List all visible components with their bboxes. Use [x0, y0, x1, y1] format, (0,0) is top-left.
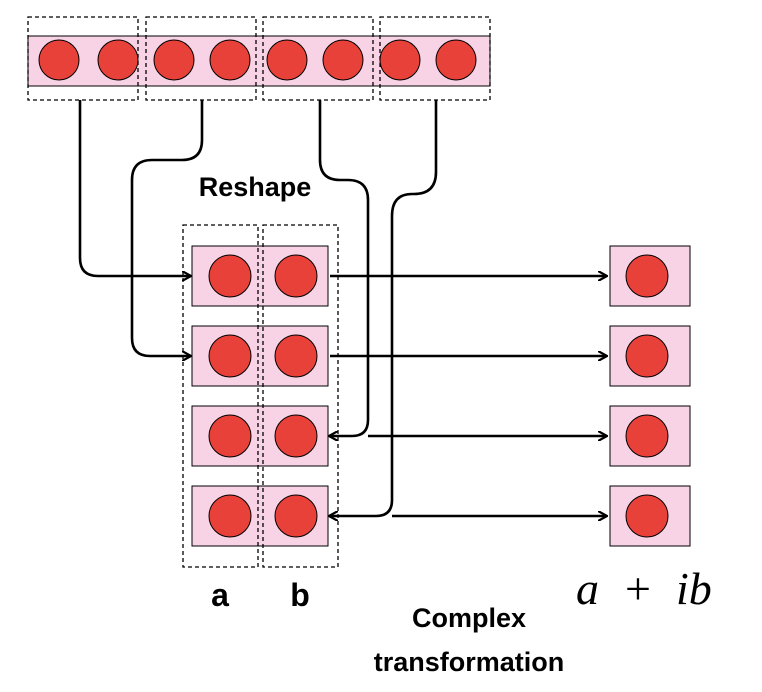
complex-formula: a + ib [576, 563, 712, 614]
caption-line-2: transformation [374, 647, 565, 677]
reshape-arrow-pair-4 [330, 100, 438, 516]
reshaped-matrix [182, 224, 339, 568]
column-b-box [262, 224, 339, 568]
real-part-node [208, 414, 252, 458]
imag-part-node [274, 254, 318, 298]
imag-part-node [274, 494, 318, 538]
formula-imag-part: ib [676, 563, 712, 614]
complex-node [625, 254, 669, 298]
column-a-box [182, 224, 259, 568]
complex-node [625, 334, 669, 378]
column-b-label: b [290, 577, 310, 613]
complex-output-column [609, 245, 691, 547]
formula-real-part: a [576, 563, 599, 614]
formula-plus: + [625, 563, 651, 614]
input-node [97, 39, 139, 81]
input-pair-box-3 [262, 16, 374, 101]
input-node [266, 39, 308, 81]
reshape-arrow-pair-1 [78, 100, 190, 276]
reshape-arrow-pair-2 [130, 100, 204, 356]
real-part-node [208, 334, 252, 378]
reshape-arrow-pair-3 [318, 100, 370, 436]
input-pair-box-1 [27, 16, 139, 101]
caption-line-1: Complex [412, 603, 526, 633]
complex-node [625, 414, 669, 458]
input-node [209, 39, 251, 81]
input-node [38, 39, 80, 81]
input-node [322, 39, 364, 81]
input-vector [27, 16, 491, 101]
input-vector-band [27, 35, 491, 87]
reshape-label: Reshape [199, 172, 312, 202]
complex-node [625, 494, 669, 538]
imag-part-node [274, 334, 318, 378]
transform-connectors [330, 276, 606, 516]
input-node [435, 39, 477, 81]
column-a-label: a [211, 577, 229, 613]
real-part-node [208, 494, 252, 538]
input-node [379, 39, 421, 81]
reshape-connectors [78, 100, 438, 516]
real-part-node [208, 254, 252, 298]
input-node [153, 39, 195, 81]
imag-part-node [274, 414, 318, 458]
